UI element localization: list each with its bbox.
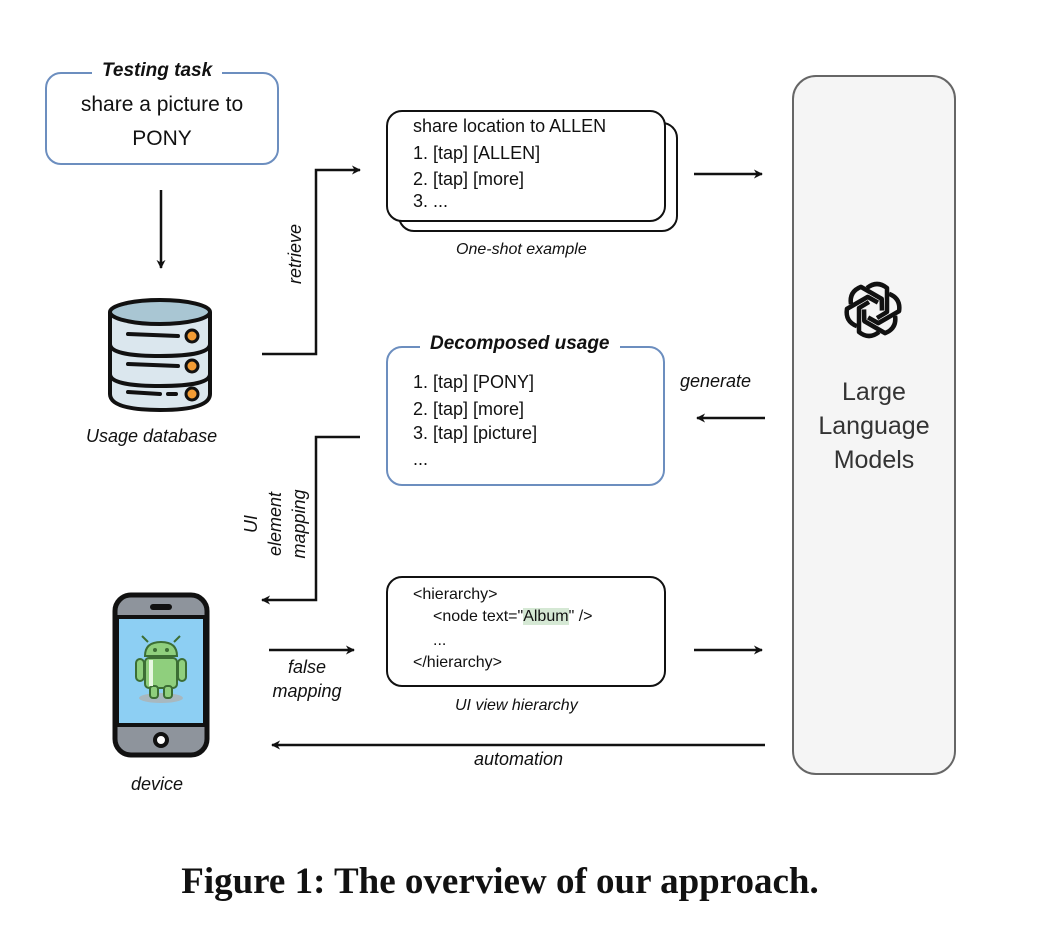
hierarchy-ellipsis: ... — [433, 632, 447, 649]
testing-task-container — [45, 72, 279, 165]
openai-logo-icon — [844, 281, 902, 339]
decomposed-usage-container — [386, 346, 665, 486]
ui-element-mapping-line-0: UI — [241, 515, 261, 533]
hierarchy-node-prefix: <node text=" — [433, 608, 524, 625]
llm-panel — [792, 75, 956, 775]
decomposed-line-3: ... — [413, 449, 429, 469]
ui-element-mapping-line-1: element — [265, 491, 285, 557]
usage-database-caption: Usage database — [86, 426, 218, 446]
arrow-retrieve — [262, 165, 361, 356]
arrow-ui-element-mapping — [261, 435, 360, 605]
false-mapping-line-0: false — [287, 657, 327, 677]
ui-element-mapping-label: UI element mapping — [239, 469, 311, 579]
one-shot-line-2: 2. [tap] [more] — [413, 169, 525, 189]
ui-view-hierarchy-card — [386, 576, 666, 687]
automation-label: automation — [474, 749, 564, 769]
one-shot-line-0: share location to ALLEN — [413, 116, 607, 136]
hierarchy-node-line: <node text="Album" /> — [433, 608, 593, 625]
decomposed-line-2: 3. [tap] [picture] — [413, 423, 538, 443]
decomposed-line-0: 1. [tap] [PONY] — [413, 372, 535, 392]
ui-element-mapping-line-2: mapping — [289, 489, 309, 559]
hierarchy-node-suffix: " /> — [568, 608, 593, 625]
one-shot-line-1: 1. [tap] [ALLEN] — [413, 143, 541, 163]
generate-label: generate — [680, 371, 752, 391]
llm-label: Large Language Models — [792, 375, 956, 477]
llm-label-line-0: Large — [842, 378, 906, 406]
hierarchy-close-tag: </hierarchy> — [413, 654, 502, 671]
false-mapping-line-1: mapping — [272, 681, 342, 701]
retrieve-label: retrieve — [285, 223, 305, 285]
false-mapping-label: false mapping — [262, 655, 352, 703]
testing-task-title: Testing task — [92, 60, 223, 82]
device-caption: device — [131, 774, 184, 794]
one-shot-example-card — [386, 110, 666, 222]
hierarchy-open-tag: <hierarchy> — [413, 586, 498, 603]
llm-label-line-1: Language — [818, 412, 930, 440]
android-phone-icon — [112, 592, 210, 758]
hierarchy-node-value-highlight: Album — [523, 608, 569, 625]
ui-view-hierarchy-caption: UI view hierarchy — [455, 697, 578, 714]
testing-task-line-1: share a picture to — [80, 93, 244, 116]
one-shot-caption: One-shot example — [456, 241, 587, 258]
figure-caption: Figure 1: The overview of our approach. — [181, 861, 819, 902]
one-shot-line-3: 3. ... — [413, 191, 449, 211]
testing-task-line-2: PONY — [132, 127, 192, 150]
llm-label-line-2: Models — [833, 446, 915, 474]
database-icon — [108, 298, 212, 413]
decomposed-usage-title: Decomposed usage — [420, 333, 620, 355]
decomposed-line-1: 2. [tap] [more] — [413, 399, 525, 419]
